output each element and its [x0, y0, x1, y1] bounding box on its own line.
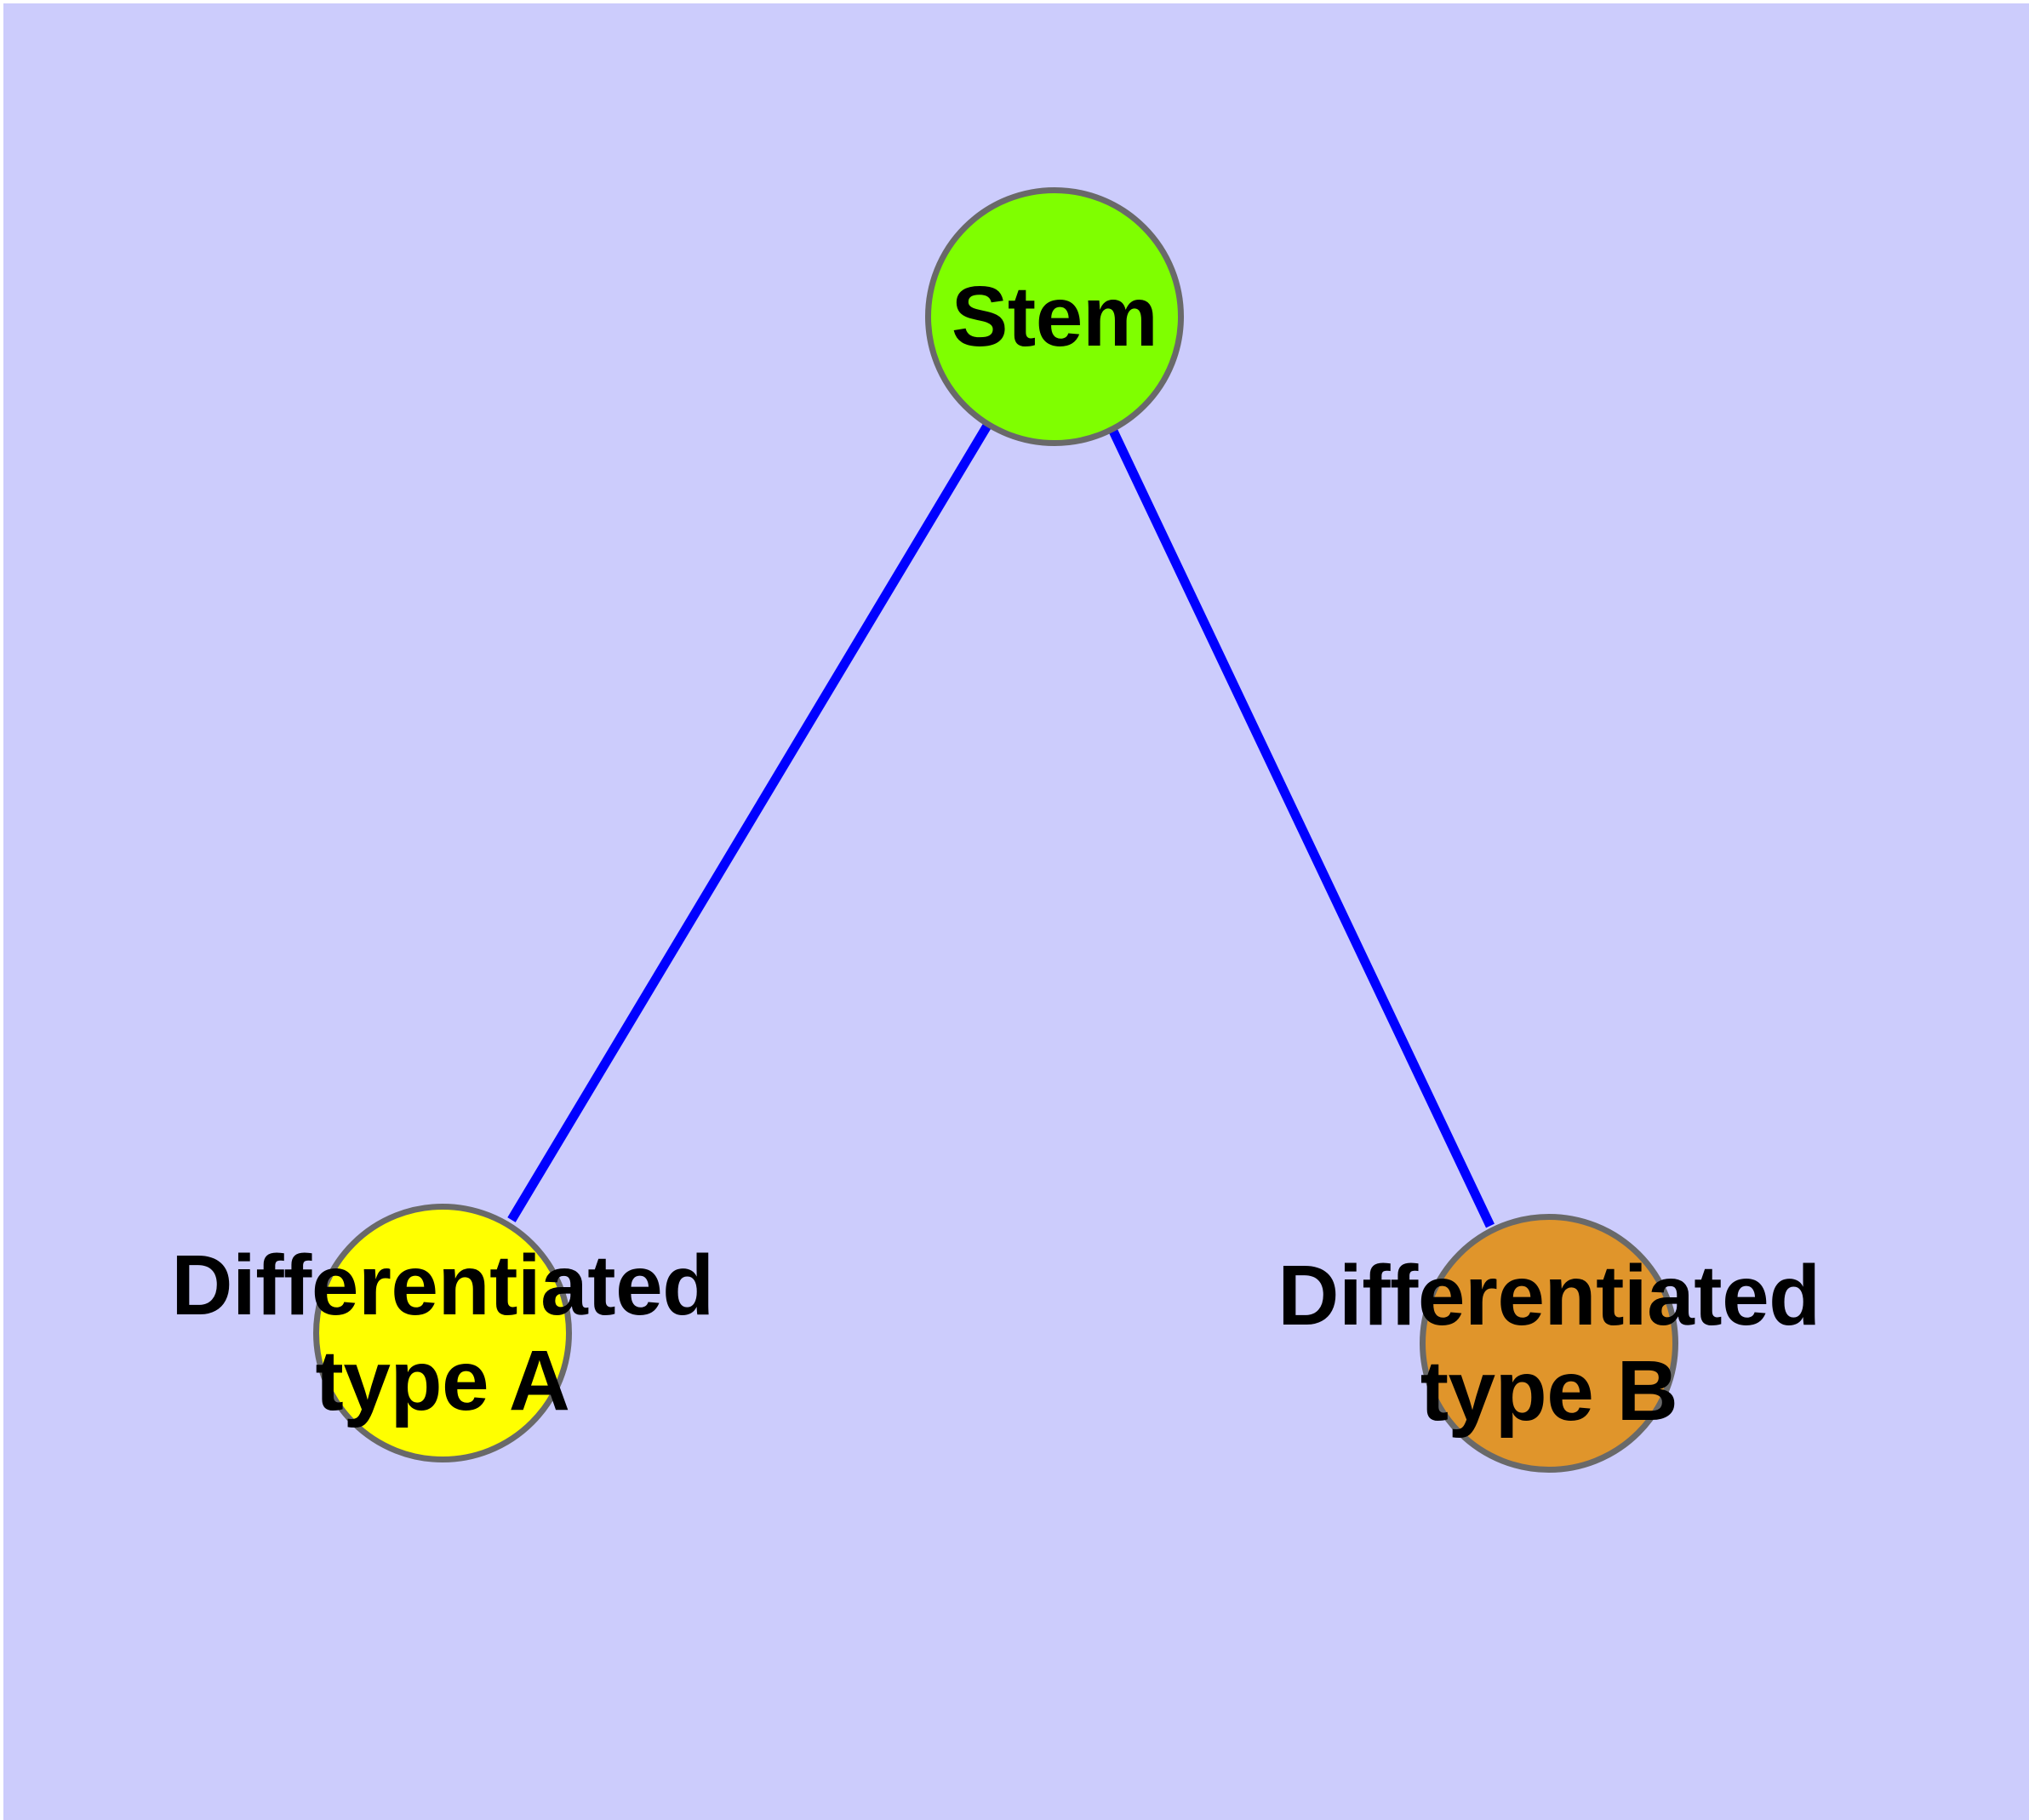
edge-stem-to-diff-b[interactable]: [1106, 423, 1495, 1228]
node-stem[interactable]: Stem: [925, 187, 1184, 446]
edge-layer: [507, 423, 1495, 1228]
node-stem-label: Stem: [952, 269, 1158, 364]
label-line: Stem: [951, 269, 1158, 364]
edge-stem-to-diff-a[interactable]: [507, 423, 992, 1222]
